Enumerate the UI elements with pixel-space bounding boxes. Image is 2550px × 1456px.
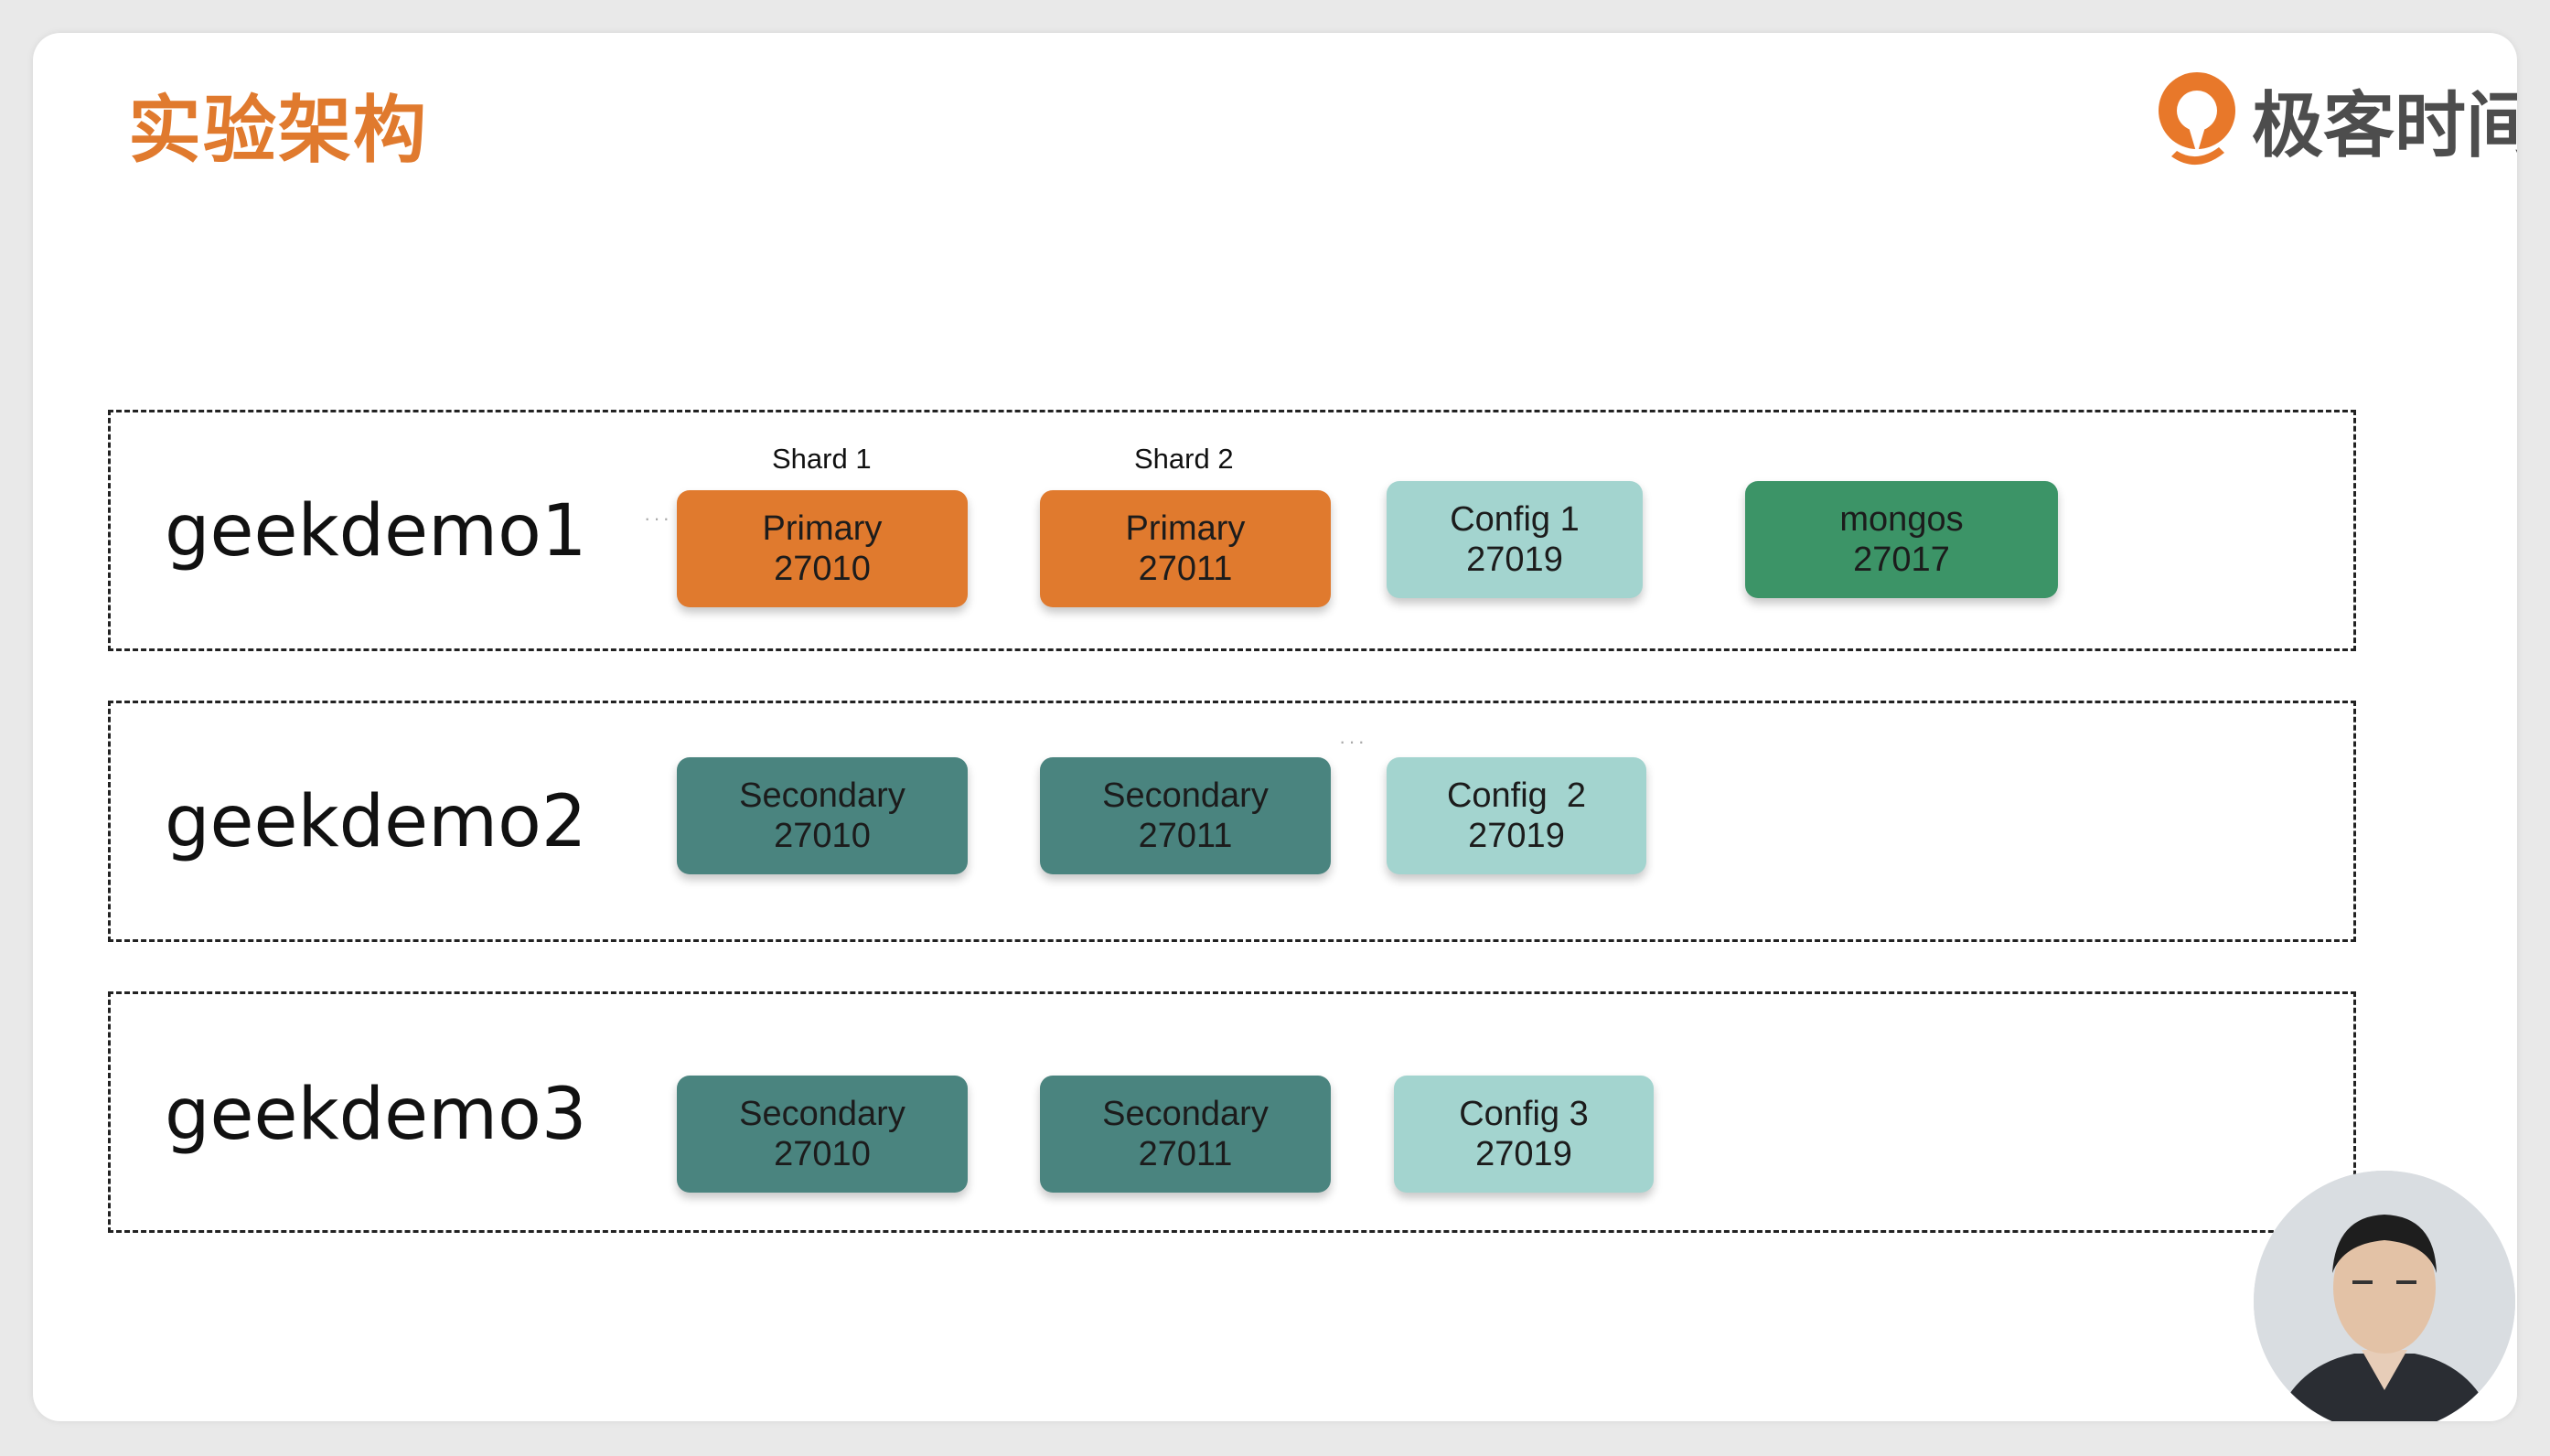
node-port: 27017 <box>1853 541 1950 579</box>
geektime-logo-icon <box>2159 72 2235 166</box>
node-port: 27011 <box>1138 550 1233 588</box>
slide: 实验架构 极客时间 geekdemo1 Shard 1 Shard 2 ··· … <box>33 33 2517 1421</box>
node-port: 27019 <box>1466 541 1563 579</box>
node-config-1: Config 1 27019 <box>1387 481 1643 598</box>
node-role: Secondary <box>1102 776 1269 815</box>
brand-logo: 极客时间 <box>2151 51 2517 188</box>
ellipsis-mark: ··· <box>644 507 672 530</box>
node-role: Config 1 <box>1450 500 1580 539</box>
node-secondary-shard1: Secondary 27010 <box>677 757 968 874</box>
host-label: geekdemo3 <box>165 1074 587 1156</box>
node-role: Primary <box>1125 509 1246 548</box>
node-role: Primary <box>762 509 883 548</box>
ellipsis-mark: ··· <box>1339 730 1367 753</box>
node-secondary-shard2: Secondary 27011 <box>1040 757 1331 874</box>
node-secondary-shard2: Secondary 27011 <box>1040 1076 1331 1193</box>
presenter-avatar-icon <box>2254 1171 2515 1421</box>
node-role: Config 3 <box>1459 1095 1589 1133</box>
node-role: Config 2 <box>1446 776 1587 815</box>
node-primary-shard1: Primary 27010 <box>677 490 968 607</box>
presenter-video <box>2254 1171 2515 1421</box>
host-row-geekdemo3 <box>108 991 2356 1233</box>
node-role: Secondary <box>739 776 905 815</box>
host-label: geekdemo1 <box>165 490 587 573</box>
node-port: 27010 <box>774 817 871 855</box>
node-config-2: Config 2 27019 <box>1387 757 1646 874</box>
node-port: 27010 <box>774 550 871 588</box>
node-port: 27010 <box>774 1135 871 1173</box>
shard-1-label: Shard 1 <box>772 443 872 475</box>
node-primary-shard2: Primary 27011 <box>1040 490 1331 607</box>
shard-2-label: Shard 2 <box>1134 443 1234 475</box>
node-secondary-shard1: Secondary 27010 <box>677 1076 968 1193</box>
brand-name: 极客时间 <box>2252 85 2517 167</box>
node-config-3: Config 3 27019 <box>1394 1076 1654 1193</box>
node-role: Secondary <box>739 1095 905 1133</box>
host-label: geekdemo2 <box>165 781 587 863</box>
node-role: mongos <box>1839 500 1964 539</box>
host-row-geekdemo2 <box>108 701 2356 942</box>
slide-title: 实验架构 <box>128 88 428 173</box>
node-mongos: mongos 27017 <box>1745 481 2058 598</box>
node-port: 27019 <box>1475 1135 1572 1173</box>
node-port: 27011 <box>1138 1135 1233 1173</box>
node-role: Secondary <box>1102 1095 1269 1133</box>
host-row-geekdemo1 <box>108 410 2356 651</box>
node-port: 27011 <box>1138 817 1233 855</box>
node-port: 27019 <box>1468 817 1565 855</box>
